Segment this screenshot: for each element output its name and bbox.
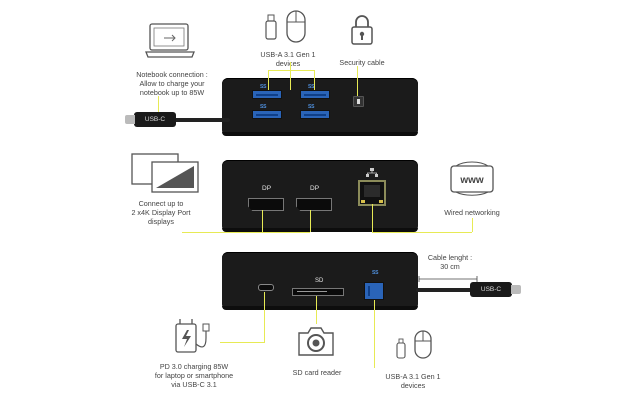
laptop-icon xyxy=(145,22,195,66)
connector-line xyxy=(372,204,373,232)
mouse-icon xyxy=(286,10,306,44)
displayport-1[interactable] xyxy=(248,198,284,211)
usb-badge-4: SS xyxy=(308,104,315,110)
sd-card-slot[interactable] xyxy=(292,288,344,296)
usbc-plug-label-bottom: USB-C xyxy=(480,286,502,293)
pd-charging-label: PD 3.0 charging 85W for laptop or smartp… xyxy=(154,362,234,389)
connector-line xyxy=(262,210,263,232)
security-cable-label: Security cable xyxy=(339,58,385,67)
connector-line xyxy=(314,70,315,90)
wired-networking-label: Wired networking xyxy=(444,208,500,217)
sd-card-reader-label: SD card reader xyxy=(292,368,342,377)
cable-length-arrow xyxy=(418,276,478,282)
display-label: Connect up to 2 x4K Display Port display… xyxy=(131,199,191,226)
connector-line xyxy=(268,70,314,71)
usbc-connector-tip-bottom xyxy=(511,285,521,294)
usb-a-port-1[interactable] xyxy=(252,90,282,99)
connector-line xyxy=(220,342,265,343)
usb-badge-1: SS xyxy=(260,84,267,90)
security-slot[interactable] xyxy=(353,96,364,107)
dock-middle xyxy=(222,160,418,232)
mouse-icon-bottom xyxy=(414,330,432,360)
usb-stick-icon xyxy=(264,14,278,42)
camera-icon xyxy=(296,326,336,358)
usb-a-port-bottom[interactable] xyxy=(364,282,384,300)
usb-a-port-2[interactable] xyxy=(300,90,330,99)
usb-devices-label-bottom: USB-A 3.1 Gen 1 devices xyxy=(385,372,441,390)
connector-line xyxy=(310,210,311,232)
sd-port-label: SD xyxy=(315,278,324,284)
connector-line xyxy=(290,62,291,90)
connector-line xyxy=(472,218,473,232)
usb-badge-3: SS xyxy=(260,104,267,110)
connector-line xyxy=(372,232,472,233)
connector-line xyxy=(316,296,317,324)
ethernet-port[interactable] xyxy=(358,180,386,206)
connector-line xyxy=(357,66,358,96)
dock-bottom xyxy=(222,252,418,310)
dual-monitor-icon xyxy=(130,152,208,196)
padlock-icon xyxy=(350,14,374,46)
usb-stick-icon-bottom xyxy=(396,338,406,360)
usb-devices-label-top: USB-A 3.1 Gen 1 devices xyxy=(260,50,316,68)
connector-line xyxy=(268,70,269,90)
dock-top xyxy=(222,78,418,136)
usbc-plug-top: USB-C xyxy=(134,112,176,127)
connector-line xyxy=(158,96,159,112)
connector-line xyxy=(182,232,310,233)
cable-length-label: Cable lenght : 30 cm xyxy=(427,253,473,271)
notebook-connection-label: Notebook connection : Allow to charge yo… xyxy=(136,70,208,97)
usb-badge-2: SS xyxy=(308,84,315,90)
usbc-plug-label-top: USB-C xyxy=(144,116,166,123)
www-text: www xyxy=(459,175,484,186)
usb-a-port-3[interactable] xyxy=(252,110,282,119)
www-globe-icon: www xyxy=(450,160,494,200)
displayport-2[interactable] xyxy=(296,198,332,211)
connector-line xyxy=(374,300,375,368)
usbc-cable-bottom xyxy=(416,288,472,292)
usbc-connector-tip-top xyxy=(125,115,135,124)
usbc-plug-bottom: USB-C xyxy=(470,282,512,297)
usbc-cable-top xyxy=(170,118,230,122)
ethernet-icon-small xyxy=(366,168,378,178)
usbc-pd-port[interactable] xyxy=(258,284,274,291)
usb-a-port-4[interactable] xyxy=(300,110,330,119)
charger-plug-icon xyxy=(168,318,218,358)
connector-line xyxy=(264,292,265,342)
dp-label-1: DP xyxy=(262,185,272,192)
usb-badge-bottom: SS xyxy=(372,270,379,276)
dp-label-2: DP xyxy=(310,185,320,192)
